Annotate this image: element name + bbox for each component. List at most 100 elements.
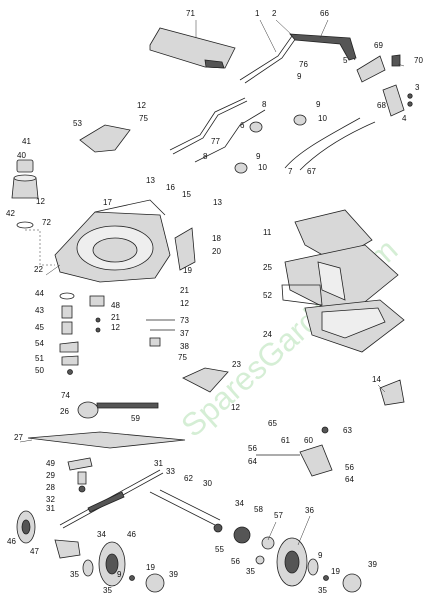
part-label-60: 60: [304, 436, 313, 445]
part-label-46: 46: [7, 537, 16, 546]
part-label-75: 75: [178, 353, 187, 362]
part-label-23: 23: [232, 360, 241, 369]
part-label-38: 38: [180, 342, 189, 351]
part-label-9: 9: [318, 551, 323, 560]
part-label-44: 44: [35, 289, 44, 298]
part-label-12: 12: [231, 403, 240, 412]
part-label-64: 64: [345, 475, 354, 484]
part-label-39: 39: [368, 560, 377, 569]
part-label-58: 58: [254, 505, 263, 514]
part-label-27: 27: [14, 433, 23, 442]
gearbox-part: [256, 426, 333, 477]
part-label-18: 18: [212, 234, 221, 243]
part-label-16: 16: [166, 183, 175, 192]
part-label-68: 68: [377, 101, 386, 110]
part-label-8: 8: [203, 152, 208, 161]
mulch-plug-part: [379, 379, 405, 406]
part-label-29: 29: [46, 471, 55, 480]
part-label-15: 15: [182, 190, 191, 199]
part-label-56: 56: [345, 463, 354, 472]
part-label-52: 52: [263, 291, 272, 300]
part-label-19: 19: [331, 567, 340, 576]
part-label-22: 22: [34, 265, 43, 274]
part-label-25: 25: [263, 263, 272, 272]
part-label-35: 35: [103, 586, 112, 595]
part-label-49: 49: [46, 459, 55, 468]
part-label-24: 24: [263, 330, 272, 339]
front-wheel-right-part: [276, 537, 362, 593]
part-label-69: 69: [374, 41, 383, 50]
part-label-63: 63: [343, 426, 352, 435]
control-box-part: [382, 84, 413, 117]
part-label-12: 12: [36, 197, 45, 206]
part-label-66: 66: [320, 9, 329, 18]
part-label-9: 9: [256, 152, 261, 161]
top-cover-part: [149, 27, 236, 69]
part-label-70: 70: [414, 56, 423, 65]
part-label-56: 56: [248, 444, 257, 453]
part-label-30: 30: [203, 479, 212, 488]
part-label-5: 5: [343, 56, 348, 65]
part-label-10: 10: [258, 163, 267, 172]
part-label-72: 72: [42, 218, 51, 227]
part-label-12: 12: [180, 299, 189, 308]
part-label-9: 9: [297, 72, 302, 81]
part-label-51: 51: [35, 354, 44, 363]
part-label-39: 39: [169, 570, 178, 579]
part-label-32: 32: [46, 495, 55, 504]
part-label-12: 12: [111, 323, 120, 332]
part-label-13: 13: [146, 176, 155, 185]
part-label-33: 33: [166, 467, 175, 476]
front-wheel-left-part: [82, 541, 165, 593]
engine-cap-part: [11, 159, 39, 229]
leader-lines: [19, 19, 405, 546]
part-label-2: 2: [272, 9, 277, 18]
part-label-20: 20: [212, 247, 221, 256]
part-label-67: 67: [307, 167, 316, 176]
part-label-21: 21: [111, 313, 120, 322]
clip-part: [391, 54, 401, 67]
front-axle-part: [149, 489, 223, 533]
blade-part: [27, 431, 186, 449]
part-label-21: 21: [180, 286, 189, 295]
part-label-62: 62: [184, 474, 193, 483]
part-label-31: 31: [154, 459, 163, 468]
part-label-7: 7: [288, 167, 293, 176]
part-label-34: 34: [97, 530, 106, 539]
mower-deck-part: [54, 199, 171, 283]
part-label-34: 34: [235, 499, 244, 508]
blade-holder-part: [67, 457, 93, 493]
part-label-12: 12: [137, 101, 146, 110]
part-label-14: 14: [372, 375, 381, 384]
part-label-64: 64: [248, 457, 257, 466]
part-label-28: 28: [46, 483, 55, 492]
part-label-57: 57: [274, 511, 283, 520]
part-label-35: 35: [70, 570, 79, 579]
part-label-61: 61: [281, 436, 290, 445]
part-label-75: 75: [139, 114, 148, 123]
rear-flap-bracket-part: [174, 227, 196, 271]
part-label-74: 74: [61, 391, 70, 400]
part-label-47: 47: [30, 547, 39, 556]
part-label-41: 41: [22, 137, 31, 146]
part-label-31: 31: [46, 504, 55, 513]
part-label-40: 40: [17, 151, 26, 160]
part-label-77: 77: [211, 137, 220, 146]
cable-lever-part: [356, 55, 386, 83]
part-label-1: 1: [255, 9, 260, 18]
part-label-11: 11: [263, 228, 272, 237]
part-label-71: 71: [186, 9, 195, 18]
part-label-76: 76: [299, 60, 308, 69]
part-label-43: 43: [35, 306, 44, 315]
axle-bolt-part: [146, 319, 175, 347]
part-label-19: 19: [183, 266, 192, 275]
part-label-53: 53: [73, 119, 82, 128]
part-label-65: 65: [268, 419, 277, 428]
part-label-56: 56: [231, 557, 240, 566]
part-label-48: 48: [111, 301, 120, 310]
rear-flap-part: [182, 367, 229, 393]
rear-wheel-left-part: [16, 510, 81, 559]
cable-part: [284, 117, 376, 171]
grass-box-base-part: [304, 299, 405, 353]
